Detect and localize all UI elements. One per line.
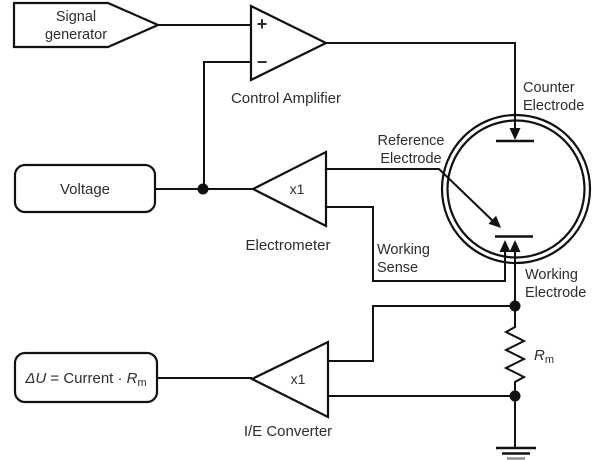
wire-converter-top-input — [328, 305, 515, 362]
control-amplifier-triangle — [249, 4, 329, 82]
delta-u-equals-current: = Current · — [46, 370, 126, 387]
delta-u-equation: ΔU = Current · Rm — [24, 370, 146, 389]
resistor-zigzag — [503, 306, 527, 396]
ie-converter-gain-label: x1 — [291, 371, 306, 387]
control-amplifier-label: Control Amplifier — [231, 90, 341, 107]
electrometer-triangle — [250, 150, 328, 228]
electrometer-label: Electrometer — [245, 237, 330, 254]
resistor-subscript: m — [545, 354, 554, 366]
signal-generator-label-line2: generator — [45, 27, 107, 43]
working-electrode-label-line2: Electrode — [525, 285, 586, 301]
working-sense-label-line2: Sense — [377, 260, 418, 276]
resistor-r-symbol: R — [534, 347, 545, 364]
reference-arrowhead-icon — [488, 215, 501, 228]
cell-inner-circle — [446, 119, 586, 259]
ground-icon — [496, 446, 536, 460]
counter-electrode-label-line2: Electrode — [523, 98, 584, 114]
resistor-label: Rm — [534, 347, 554, 366]
ie-converter-triangle — [249, 340, 330, 419]
delta-u-r-subscript: m — [138, 377, 147, 389]
junction-dot-resistor-top — [509, 300, 521, 312]
counter-electrode-label-line1: Counter — [523, 80, 575, 96]
working-sense-arrowhead-icon — [499, 240, 511, 252]
electrometer-gain-label: x1 — [290, 181, 305, 197]
working-electrode-label-line1: Working — [525, 267, 578, 283]
delta-u-symbol: ΔU — [24, 370, 46, 387]
reference-electrode-label-line2: Electrode — [380, 151, 441, 167]
junction-dot-resistor-bottom — [509, 390, 521, 402]
signal-generator-box — [12, 1, 161, 49]
control-amplifier-plus-sign: + — [257, 14, 268, 34]
signal-generator-label-line1: Signal — [56, 9, 96, 25]
reference-electrode-label-line1: Reference — [378, 133, 445, 149]
delta-u-box — [13, 351, 159, 404]
voltage-box — [13, 163, 157, 214]
working-sense-label-line1: Working — [377, 242, 430, 258]
counter-arrowhead-icon — [509, 128, 521, 140]
delta-u-r-symbol: R — [127, 370, 138, 387]
wire-feedback-to-minus-input — [203, 61, 251, 189]
junction-dot-voltage — [197, 183, 209, 195]
control-amplifier-minus-sign: − — [257, 52, 268, 72]
wire-electrometer-to-reference — [326, 168, 495, 223]
ie-converter-label: I/E Converter — [244, 423, 332, 440]
wire-working-sense — [326, 206, 506, 282]
cell-outer-circle — [440, 113, 592, 265]
voltage-label: Voltage — [60, 181, 110, 198]
wire-amplifier-to-counter-electrode — [326, 42, 516, 131]
working-electrode-arrowhead-icon — [509, 240, 521, 252]
